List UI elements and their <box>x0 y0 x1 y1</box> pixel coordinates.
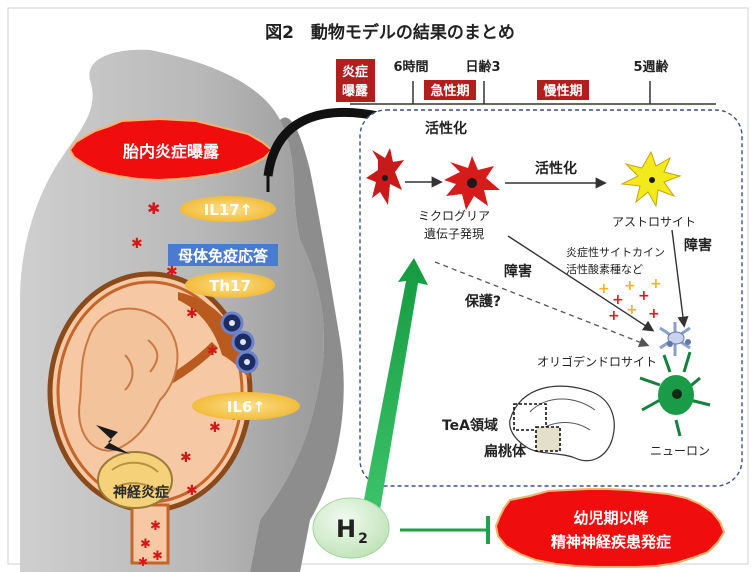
il6-label: IL6↑ <box>227 398 265 416</box>
cytokine-marker-icon: + <box>608 308 620 324</box>
microglia-label-line2: 遺伝子発現 <box>424 226 484 241</box>
cytokine-stars: ✱ ✱ ✱ ✱ ✱ ✱ ✱ ✱ ✱ ✱ ✱ ✱ ✱ <box>131 199 240 569</box>
brain-slice-icon <box>509 385 615 462</box>
damage-right-label: 障害 <box>684 237 712 254</box>
neuron-label: ニューロン <box>650 444 710 458</box>
activation-mid-label: 活性化 <box>535 160 577 177</box>
cytokine-star-icon: ✱ <box>180 450 192 466</box>
chronic-phase-label: 慢性期 <box>543 83 582 99</box>
cytokine-marker-icon: + <box>612 292 624 308</box>
timeline-5w-label: 5週齢 <box>633 59 669 75</box>
il6-oval <box>192 392 300 420</box>
activation-curved-arrow <box>263 108 397 177</box>
cytokine-label-line2: 活性酸素種など <box>566 262 643 276</box>
outcome-burst <box>494 488 726 568</box>
amygdala-label: 扁桃体 <box>484 443 527 460</box>
neuron-icon <box>639 351 711 437</box>
h2-label: H <box>336 515 356 543</box>
astrocyte-damage-arrow <box>671 229 689 328</box>
cytokine-marker-icon: + <box>624 278 636 294</box>
exposure-label-line2: 曝露 <box>342 84 369 99</box>
cytokine-star-icon: ✱ <box>131 236 143 252</box>
cervix <box>130 503 170 565</box>
timeline-d3-label: 日齢3 <box>465 59 500 75</box>
microglia-activated-icon <box>444 156 500 210</box>
timeline-6h-label: 6時間 <box>393 59 428 75</box>
h2-circle <box>312 497 390 559</box>
th17-label: Th17 <box>209 277 251 295</box>
fetal-inflammation-burst <box>68 117 274 182</box>
cytokine-star-icon: ✱ <box>186 306 198 322</box>
chronic-phase-box <box>537 80 589 100</box>
il17-oval <box>180 196 276 222</box>
protect-dashed-arrow <box>434 261 650 347</box>
microglia-resting-icon <box>366 148 404 205</box>
acute-phase-label: 急性期 <box>430 83 469 99</box>
cytokine-star-icon: ✱ <box>150 519 161 534</box>
cytokine-marker-icon: + <box>598 281 610 297</box>
outcome-line1: 幼児期以降 <box>573 509 649 527</box>
cytokine-star-icon: ✱ <box>147 199 160 218</box>
cytokine-marker-icon: + <box>648 306 660 322</box>
tea-label: TeA領域 <box>442 417 498 434</box>
protect-label: 保護? <box>464 293 501 310</box>
tea-region-box <box>513 403 547 431</box>
cytokine-star-icon: ✱ <box>207 344 218 359</box>
mechanism-panel <box>359 109 743 487</box>
astrocyte-label: アストロサイト <box>612 215 696 229</box>
th17-oval <box>185 272 275 298</box>
maternal-immune-label: 母体免疫応答 <box>178 247 269 265</box>
microglia-label-line1: ミクログリア <box>418 209 490 223</box>
timeline: 炎症 曝露 6時間 日齢3 5週齢 急性期 慢性期 <box>336 59 716 105</box>
cytokine-markers: + + + + + + + + <box>598 276 662 324</box>
cytokine-label-line1: 炎症性サイトカイン <box>566 245 665 259</box>
damage-left-label: 障害 <box>504 263 532 280</box>
microglia-damage-arrow <box>507 235 655 332</box>
fetus-figure <box>78 307 179 452</box>
cytokine-star-icon: ✱ <box>186 483 198 499</box>
oligodendrocyte-label: オリゴデンドロサイト <box>537 354 657 369</box>
cytokine-marker-icon: + <box>650 276 662 292</box>
outcome-line2: 精神神経疾患発症 <box>551 533 671 551</box>
amygdala-region-box <box>535 426 561 452</box>
figure-title: 図2 動物モデルの結果のまとめ <box>265 22 515 43</box>
placenta <box>178 292 250 380</box>
immune-cells <box>220 311 259 374</box>
cytokine-star-icon: ✱ <box>140 537 151 552</box>
il17-label: IL17↑ <box>204 201 253 219</box>
activation-top-label: 活性化 <box>425 120 467 137</box>
h2-green-arrow <box>362 258 428 510</box>
exposure-box <box>336 59 375 102</box>
exposure-label-line1: 炎症 <box>342 64 368 80</box>
body-shadow <box>250 117 344 572</box>
cytokine-star-icon: ✱ <box>152 549 163 564</box>
cytokine-marker-icon: + <box>626 302 638 318</box>
cytokine-star-icon: ✱ <box>166 264 178 280</box>
cytokine-star-icon: ✱ <box>209 420 221 436</box>
h2-subscript: 2 <box>358 531 368 547</box>
acute-phase-box <box>424 80 476 100</box>
fetal-inflammation-label: 胎内炎症曝露 <box>123 142 220 161</box>
lightning-icon <box>96 425 130 454</box>
cytokine-star-icon: ✱ <box>138 555 148 569</box>
maternal-immune-box <box>168 244 278 266</box>
cytokine-marker-icon: + <box>638 288 650 304</box>
neuroinflammation-label: 神経炎症 <box>113 484 169 501</box>
oligodendrocyte-icon <box>659 322 691 356</box>
